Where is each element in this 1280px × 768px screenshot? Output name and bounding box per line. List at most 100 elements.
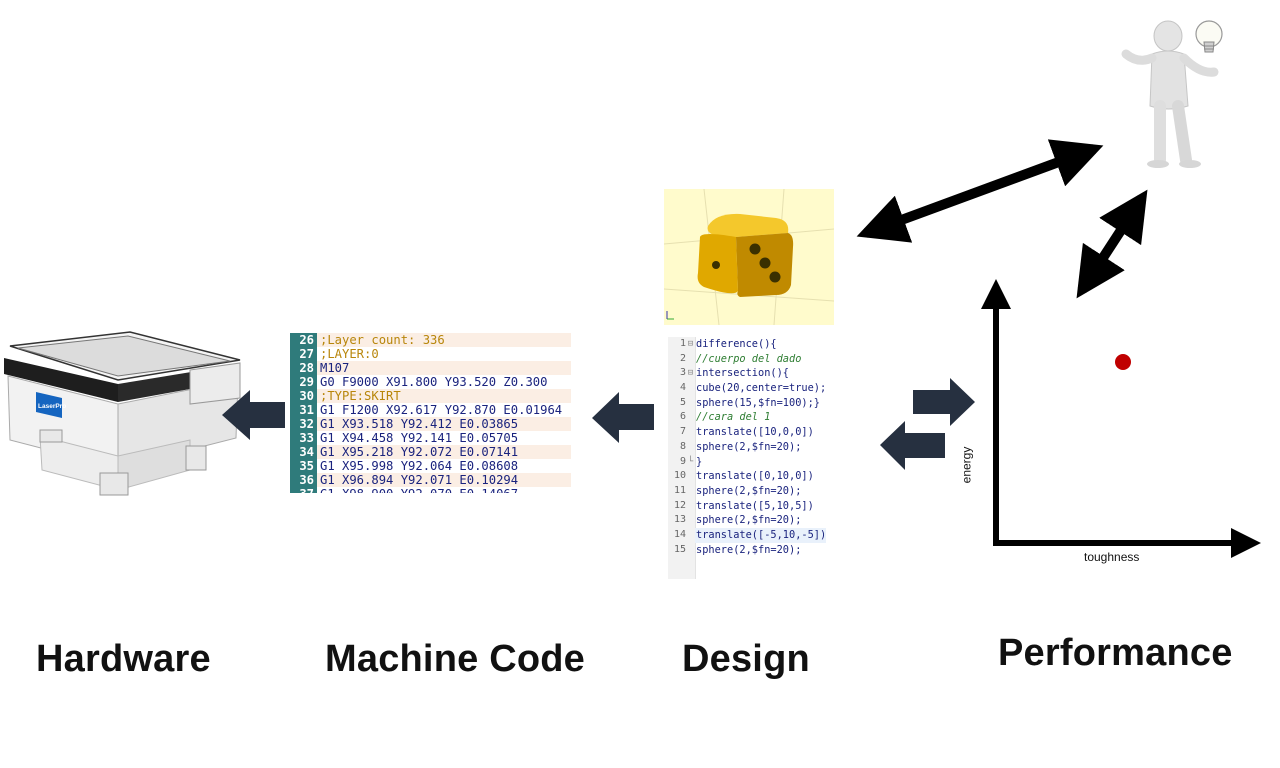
laserpro-logo: LaserPro (36, 392, 66, 418)
scad-line: 7 translate([10,0,0]) (668, 425, 834, 440)
scad-line-text: sphere(2,$fn=20); (696, 543, 802, 556)
scad-line-number: 13 (673, 514, 686, 526)
svg-text:LaserPro: LaserPro (38, 403, 66, 410)
scad-line-number: 8 (679, 440, 686, 452)
gcode-line-number: 32 (290, 417, 317, 431)
gcode-line-text: G1 X94.458 Y92.141 E0.05705 (320, 431, 519, 445)
scad-line: 5 sphere(15,$fn=100);} (668, 396, 834, 411)
laser-cutter-image: LaserPro (4, 331, 241, 496)
die-shape (697, 213, 794, 297)
gcode-line-number: 30 (290, 389, 317, 403)
scad-line-text: sphere(15,$fn=100);} (696, 396, 820, 409)
scad-line-text: translate([5,10,5]) (696, 499, 814, 512)
scad-line-number: 4 (679, 382, 686, 394)
fold-marker-icon: ⊟ (687, 339, 694, 349)
scad-line-number: 1 (679, 338, 686, 349)
gcode-line-text: G1 F1200 X92.617 Y92.870 E0.01964 (320, 403, 563, 417)
gcode-line-number: 35 (290, 459, 317, 473)
scad-line: 15 sphere(2,$fn=20); (668, 543, 834, 558)
double-arrow-person-plot-icon (1076, 189, 1148, 299)
gcode-line-text: G1 X95.218 Y92.072 E0.07141 (317, 445, 571, 459)
scad-line-number: 9 (679, 455, 686, 467)
scad-line: 13 sphere(2,$fn=20); (668, 513, 834, 528)
gcode-line-number: 28 (290, 361, 317, 375)
gcode-line-number: 34 (290, 445, 317, 459)
scad-line: 1⊟difference(){ (668, 337, 834, 352)
scad-line: 3⊟intersection(){ (668, 366, 834, 381)
scad-line-text: sphere(2,$fn=20); (696, 514, 802, 527)
y-axis-label: energy (959, 446, 974, 484)
gcode-line-number: 29 (290, 375, 317, 389)
scad-line: 4 cube(20,center=true); (668, 381, 834, 396)
gcode-line-number: 37 (290, 487, 317, 493)
lightbulb-icon (1195, 20, 1223, 53)
scad-line-text: translate([-5,10,-5]) (695, 527, 827, 543)
scad-line-number: 6 (679, 411, 686, 423)
scad-line: 2//cuerpo del dado (668, 352, 834, 367)
data-point (1115, 354, 1131, 370)
scad-line-number: 15 (673, 543, 686, 555)
scad-line-number: 10 (673, 470, 686, 482)
thinking-person-with-lightbulb-image (1121, 20, 1223, 168)
scad-line-text: sphere(2,$fn=20); (696, 484, 802, 497)
gcode-line-text: G0 F9000 X91.800 Y93.520 Z0.300 (320, 375, 548, 389)
scad-line-text: translate([0,10,0]) (696, 470, 814, 483)
gcode-line: 30;TYPE:SKIRT (290, 389, 571, 403)
scad-line: 9└} (668, 455, 834, 470)
gcode-line-text: ;LAYER:0 (320, 347, 379, 361)
scad-line-number: 5 (679, 396, 686, 408)
line-number-gutter (668, 337, 696, 579)
scad-line-text: sphere(2,$fn=20); (696, 440, 802, 453)
scad-line-text: } (696, 455, 703, 468)
gcode-line-number: 31 (290, 403, 317, 417)
scad-line: 12 translate([5,10,5]) (668, 499, 834, 514)
fold-marker-icon: └ (687, 456, 694, 467)
dice-render-image (663, 188, 835, 326)
gcode-line-text: M107 (317, 361, 571, 375)
gcode-line-number: 26 (290, 333, 317, 347)
scad-line-text: translate([10,0,0]) (696, 426, 814, 439)
design-label: Design (682, 638, 810, 680)
performance-label: Performance (998, 632, 1233, 674)
arrow-to-hardware-icon (222, 390, 285, 440)
scad-line-text: //cara del 1 (696, 411, 771, 424)
scad-line: 8 sphere(2,$fn=20); (668, 440, 834, 455)
x-axis-label: toughness (1084, 550, 1140, 564)
double-arrow-design-person-icon (856, 139, 1104, 243)
machine-code-label: Machine Code (325, 638, 585, 680)
fold-marker-icon: ⊟ (687, 368, 694, 379)
scad-line: 10 translate([0,10,0]) (668, 469, 834, 484)
scad-line-number: 7 (679, 426, 686, 438)
gcode-line: 26;Layer count: 336 (290, 333, 571, 347)
gcode-line-text: ;Layer count: 336 (317, 333, 571, 347)
scad-line-text: cube(20,center=true); (696, 382, 827, 395)
scad-line: 11 sphere(2,$fn=20); (668, 484, 834, 499)
gcode-line-number: 27 (290, 347, 317, 361)
scad-line: 6 //cara del 1 (668, 410, 834, 425)
scad-line-text: intersection(){ (696, 367, 789, 380)
scad-line-text: difference(){ (696, 338, 777, 350)
scad-line-number: 11 (673, 484, 686, 496)
gcode-line-number: 36 (290, 473, 317, 487)
gcode-line: 27;LAYER:0 (290, 347, 571, 361)
scad-line-number: 12 (673, 499, 686, 511)
gcode-line: 37G1 X98.900 Y92.070 E0.14067 (290, 487, 571, 493)
gcode-line-text: G1 X96.894 Y92.071 E0.10294 (317, 473, 571, 487)
gcode-line-text: G1 X95.998 Y92.064 E0.08608 (320, 459, 519, 473)
arrow-left-block-icon (880, 421, 945, 470)
scad-line-number: 2 (679, 352, 686, 364)
gcode-line-number: 33 (290, 431, 317, 445)
scad-line-number: 14 (673, 528, 686, 540)
gcode-line-text: G1 X98.900 Y92.070 E0.14067 (317, 487, 571, 493)
